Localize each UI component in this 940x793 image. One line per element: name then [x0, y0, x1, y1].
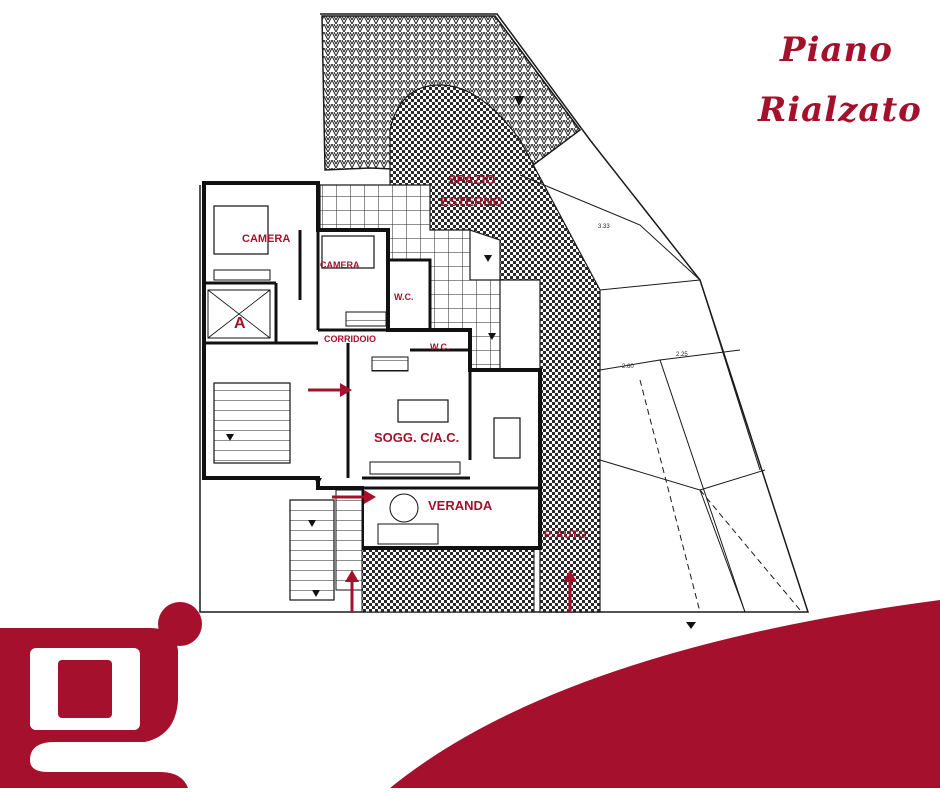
- dimension-1: 3.33: [598, 224, 610, 230]
- label-area-a: A: [234, 315, 246, 332]
- stairs-main: [213, 382, 291, 464]
- page-title-line-2: Rialzato: [758, 90, 922, 130]
- wardrobe-2: [345, 311, 387, 327]
- label-soggiorno: SOGG. C/A.C.: [374, 430, 459, 445]
- garden-dotted-area: [389, 84, 601, 613]
- parcel-lines: [519, 174, 766, 613]
- sofa: [397, 399, 449, 423]
- entrance-dotted-area: [361, 547, 535, 613]
- dimension-3: 2.25: [676, 352, 688, 358]
- label-camera-1: CAMERA: [242, 233, 290, 245]
- wardrobe-3: [371, 356, 409, 372]
- dining-table: [493, 417, 521, 459]
- label-veranda: VERANDA: [428, 498, 493, 513]
- wardrobe-1: [213, 269, 271, 281]
- veranda-table: [389, 493, 419, 523]
- interior-walls: [204, 230, 540, 490]
- area-a-diag-2: [207, 289, 271, 339]
- label-camera-2: CAMERA: [320, 260, 360, 270]
- logo-mark: [0, 602, 202, 788]
- page-title-line-1: Piano: [780, 30, 893, 70]
- stairs-entrance: [289, 499, 335, 601]
- label-posto-auto: P. AUTO: [544, 529, 587, 541]
- bed-camera-1: [213, 205, 269, 255]
- decorative-swoosh: [390, 600, 940, 788]
- label-corridoio: CORRIDOIO: [324, 334, 376, 344]
- bed-camera-2: [321, 235, 375, 269]
- parcel-dashed: [599, 290, 801, 613]
- kitchen-counter: [369, 461, 461, 475]
- dimension-2: 2.60: [622, 364, 634, 370]
- stairs-side: [335, 489, 363, 591]
- label-spazio-esterno-2: ESTERNO: [440, 194, 503, 209]
- entrance-arrows: [308, 383, 577, 612]
- level-markers: [226, 96, 696, 629]
- label-wc-1: W.C.: [394, 292, 414, 302]
- label-spazio-esterno-1: SPAZIO: [448, 172, 495, 187]
- label-wc-2: W.C.: [430, 342, 450, 352]
- veranda-bench: [377, 523, 439, 545]
